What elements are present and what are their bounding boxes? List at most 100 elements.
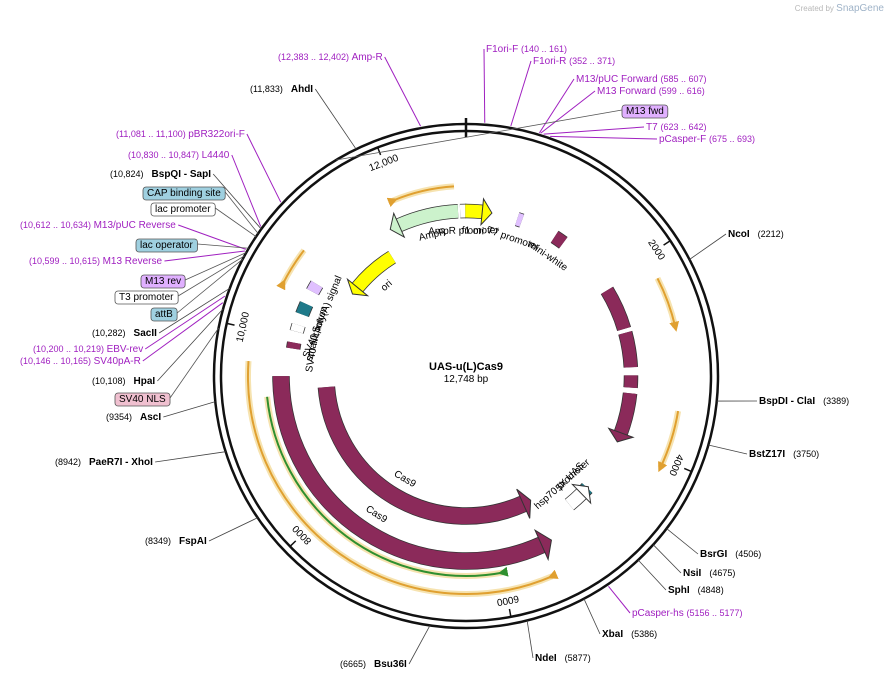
feature-hsp70	[565, 489, 587, 510]
boxed-label-text-cap-binding-site: CAP binding site	[147, 188, 221, 199]
orf-orf-cas9-green	[266, 396, 509, 577]
site-name: HpaI	[134, 376, 156, 387]
site-name: SacII	[134, 328, 158, 339]
boxed-label-attb	[150, 307, 178, 322]
primer-leader	[608, 585, 631, 614]
primer-name: F1ori-R	[533, 56, 569, 67]
boxed-label-m13-rev	[140, 274, 186, 289]
primer-label-l4440: (10,830 .. 10,847) L4440	[128, 150, 230, 161]
boxed-label-cap-binding-site	[142, 186, 226, 201]
feature-label-hsp70: hsp70 promoter	[533, 457, 593, 512]
primer-range: (140 .. 161)	[521, 44, 567, 54]
feature-arrowhead	[346, 277, 370, 297]
orf-layer	[245, 183, 682, 597]
primer-label-f1ori-f: F1ori-F (140 .. 161)	[486, 44, 567, 55]
primer-name: EBV-rev	[107, 344, 144, 355]
feature-t7-promoter	[515, 212, 525, 227]
feature-cas9-outer	[273, 376, 545, 570]
site-label-fspai: (8349)FspAI	[145, 536, 207, 547]
primer-range: (10,830 .. 10,847)	[128, 150, 202, 160]
tick-label: 4000	[666, 452, 685, 477]
primer-label-sv40pa-r: (10,146 .. 10,165) SV40pA-R	[20, 356, 141, 367]
site-leader	[314, 88, 357, 150]
primer-leader	[543, 126, 645, 135]
primer-range: (675 .. 693)	[709, 134, 755, 144]
boxed-label-leader	[176, 258, 244, 314]
primer-leader	[144, 295, 226, 350]
site-pos: (8349)	[145, 536, 171, 546]
credit-prefix: Created by	[794, 4, 834, 13]
feature-arrowhead	[533, 529, 552, 562]
tick-mark	[289, 540, 297, 547]
boxed-label-leader	[336, 109, 623, 161]
boxed-label-lac-operator	[135, 238, 198, 253]
primer-range: (585 .. 607)	[660, 74, 706, 84]
primer-name: pBR322ori-F	[188, 129, 245, 140]
site-label-asci: (9354)AscI	[106, 412, 161, 423]
orf-orf-top	[386, 185, 455, 208]
site-leader	[208, 517, 258, 542]
primer-label-f1ori-r: F1ori-R (352 .. 371)	[533, 56, 615, 67]
boxed-label-leader	[197, 243, 249, 249]
feature-arrowhead	[516, 488, 532, 519]
primer-range: (10,612 .. 10,634)	[20, 220, 94, 230]
site-pos: (10,108)	[92, 376, 126, 386]
tick-label: 10,000	[235, 311, 252, 344]
primer-name: Amp-R	[352, 52, 383, 63]
site-leader	[155, 451, 226, 463]
site-label-bspdi: BspDI - ClaI(3389)	[759, 396, 849, 407]
primer-label-amp-r-primer: (12,383 .. 12,402) Amp-R	[278, 52, 383, 63]
primer-name: SV40pA-R	[94, 356, 141, 367]
orf-orf-right2	[658, 410, 680, 473]
site-name: NsiI	[683, 568, 702, 579]
site-leader	[689, 233, 727, 260]
primer-range: (11,081 .. 11,100)	[116, 129, 188, 139]
site-pos: (10,282)	[92, 328, 126, 338]
boxed-label-t3-promoter	[114, 290, 179, 305]
site-leader	[583, 598, 601, 635]
boxed-label-text-lac-operator: lac operator	[140, 240, 193, 251]
primer-label-pcasper-hs: pCasper-hs (5156 .. 5177)	[632, 608, 743, 619]
site-label-ahdi: (11,833)AhdI	[250, 84, 313, 95]
feature-label-amp-r: AmpR	[418, 226, 448, 243]
boxed-label-text-sv40-nls: SV40 NLS	[119, 394, 166, 405]
primer-range: (623 .. 642)	[660, 122, 706, 132]
boxed-label-lac-promoter	[150, 202, 216, 217]
boxed-label-text-t3-promoter: T3 promoter	[119, 292, 174, 303]
primer-leader	[246, 133, 282, 203]
site-name: NdeI	[535, 653, 557, 664]
site-leader	[666, 528, 699, 555]
primer-leader	[178, 224, 246, 250]
primer-leader	[550, 135, 658, 140]
feature-amp-r	[396, 204, 459, 232]
primer-name: pCasper-hs	[632, 608, 686, 619]
boxed-label-text-m13-rev: M13 rev	[145, 276, 181, 287]
tick-label: 2000	[645, 238, 667, 263]
site-name: Bsu36I	[374, 659, 407, 670]
feature-arrowhead	[389, 211, 406, 239]
primer-label-pcasper-f: pCasper-F (675 .. 693)	[659, 134, 755, 145]
primer-name: L4440	[202, 150, 230, 161]
site-leader	[652, 544, 682, 574]
site-pos: (4848)	[698, 585, 724, 595]
site-name: BspQI	[152, 169, 182, 180]
site-name: XbaI	[602, 629, 623, 640]
primer-label-pbr322ori-f: (11,081 .. 11,100) pBR322ori-F	[116, 129, 245, 140]
primer-label-ebv-rev: (10,200 .. 10,219) EBV-rev	[33, 344, 143, 355]
tick-mark	[377, 147, 382, 156]
site-label-sphi: SphI(4848)	[668, 585, 724, 596]
site-label-hpai: (10,108) HpaI	[92, 376, 155, 387]
site-name: BsrGI	[700, 549, 727, 560]
boxed-label-leader	[177, 255, 245, 297]
primer-label-m13-puc-reverse: (10,612 .. 10,634) M13/pUC Reverse	[20, 220, 176, 231]
site-leader	[408, 625, 431, 665]
feature-sv40-nls-box	[286, 341, 301, 350]
site-label-bsrgi: BsrGI(4506)	[700, 549, 761, 560]
site-leader	[163, 401, 216, 418]
site-label-sacii: (10,282) SacII	[92, 328, 157, 339]
site-pos: (2212)	[758, 229, 784, 239]
site-pos: (11,833)	[250, 84, 283, 94]
site-pos: (5877)	[565, 653, 591, 663]
site-pos: (5386)	[631, 629, 657, 639]
site-leader	[157, 308, 224, 382]
